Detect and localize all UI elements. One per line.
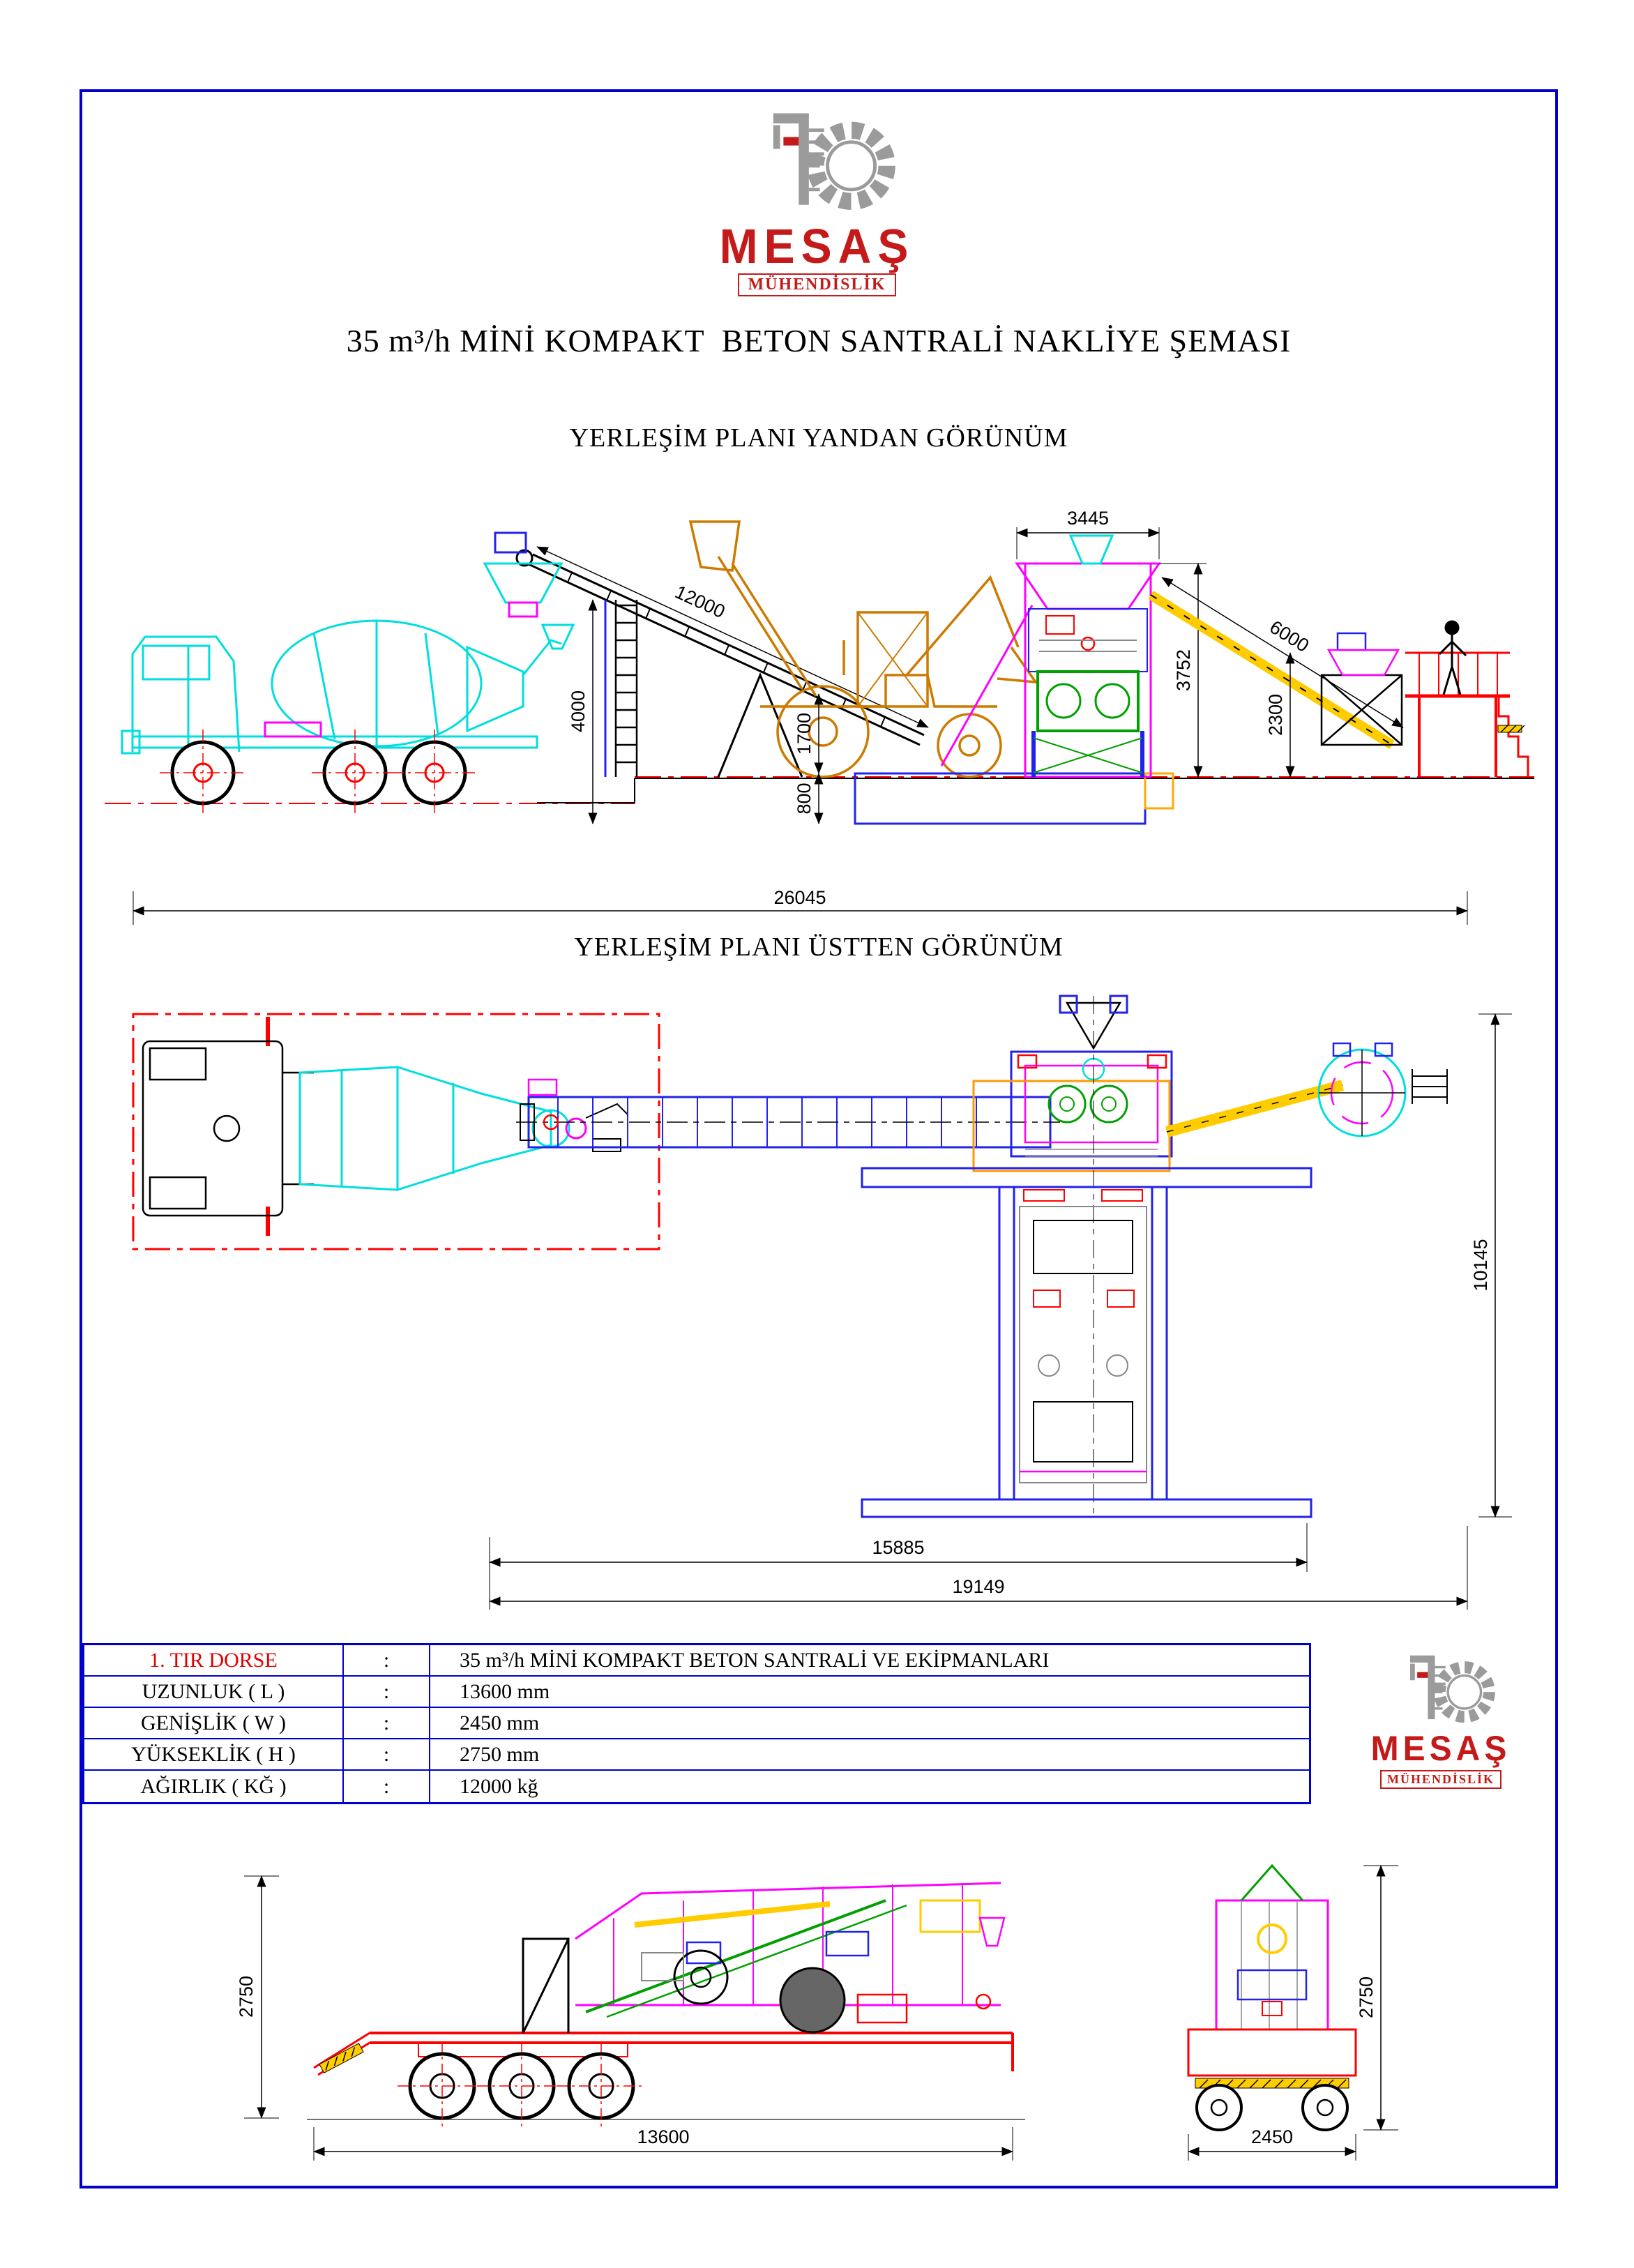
spec-separator: : <box>344 1677 430 1707</box>
svg-text:800: 800 <box>794 783 815 814</box>
side-view-heading: YERLEŞİM PLANI YANDAN GÖRÜNÜM <box>569 423 1068 453</box>
dim-pit-hopper: 1700 <box>794 693 824 774</box>
gear-icon <box>806 121 895 210</box>
spec-value: 2450 mm <box>460 1711 540 1734</box>
dim-rear-width: 2450 <box>1188 2126 1356 2161</box>
spec-row-height: YÜKSEKLİK ( H ) : 2750 mm <box>84 1739 1309 1771</box>
ground-lines <box>105 776 1534 804</box>
spec-label: YÜKSEKLİK ( H ) <box>84 1739 344 1769</box>
svg-text:10145: 10145 <box>1470 1239 1491 1291</box>
truck-envelope <box>132 1013 660 1250</box>
backhoe-loader <box>688 520 1038 778</box>
mesas-logo-art <box>1410 1655 1495 1723</box>
dim-pit-depth: 800 <box>794 773 824 824</box>
dim-overall-depth: 10145 <box>1470 1013 1512 1518</box>
svg-text:12000: 12000 <box>672 581 728 622</box>
sheet-border <box>80 89 1558 2188</box>
truck-cab-top <box>142 1040 314 1217</box>
spec-label: AĞIRLIK ( KĞ ) <box>84 1771 344 1802</box>
spec-value: 2750 mm <box>460 1742 540 1766</box>
mixer-drum-top <box>298 1066 628 1191</box>
batching-plant-side <box>940 534 1161 778</box>
svg-text:1700: 1700 <box>794 713 815 755</box>
operator-figure <box>1438 620 1467 695</box>
spec-value: 35 m³/h MİNİ KOMPAKT BETON SANTRALİ VE E… <box>460 1648 1050 1672</box>
mesas-logo-footer: MESAŞ MÜHENDİSLİK <box>1324 1654 1558 1789</box>
spec-row-weight: AĞIRLIK ( KĞ ) : 12000 kğ <box>84 1771 1309 1802</box>
svg-text:6000: 6000 <box>1266 617 1313 656</box>
svg-text:13600: 13600 <box>637 2126 689 2147</box>
spec-label: UZUNLUK ( L ) <box>84 1677 344 1707</box>
logo-subtitle: MÜHENDİSLİK <box>1379 1770 1502 1789</box>
batching-plant-top <box>972 995 1173 1519</box>
dim-inner-length: 15885 <box>489 1523 1308 1610</box>
access-ladder <box>604 600 638 777</box>
caliper-icon <box>773 113 824 205</box>
svg-text:3752: 3752 <box>1173 649 1194 691</box>
trailer-transport-drawing: 2750 <box>236 1863 1398 2161</box>
spec-row-width: GENİŞLİK ( W ) : 2450 mm <box>84 1708 1309 1739</box>
svg-text:2300: 2300 <box>1265 694 1286 736</box>
spec-value: 12000 kğ <box>460 1774 538 1798</box>
svg-text:26045: 26045 <box>773 887 826 908</box>
top-view-drawing: 10145 15885 19149 <box>132 995 1512 1610</box>
mesas-logo-header: MESAŞ MÜHENDİSLİK <box>671 112 964 296</box>
dim-plant-height: 3752 <box>1159 563 1206 778</box>
dim-plant-top-width: 3445 <box>1016 508 1160 559</box>
foundation-pit <box>854 772 1174 825</box>
logo-subtitle: MÜHENDİSLİK <box>738 273 896 296</box>
svg-text:4000: 4000 <box>568 690 589 732</box>
spec-row-length: UZUNLUK ( L ) : 13600 mm <box>84 1677 1309 1708</box>
overall-length-dimension: 26045 <box>133 887 1468 925</box>
spec-table: 1. TIR DORSE : 35 m³/h MİNİ KOMPAKT BETO… <box>82 1643 1311 1804</box>
spec-separator: : <box>344 1739 430 1769</box>
svg-text:3445: 3445 <box>1067 508 1109 529</box>
aggregate-bin-side <box>1320 632 1403 746</box>
logo-wordmark: MESAŞ <box>719 219 915 273</box>
gear-icon <box>1433 1661 1495 1723</box>
spec-value: 13600 mm <box>460 1679 550 1703</box>
mesas-logo-art <box>773 113 895 210</box>
spec-separator: : <box>344 1708 430 1738</box>
spec-separator: : <box>344 1645 430 1675</box>
side-view-drawing: 12000 4000 <box>105 508 1534 825</box>
foundation-frame-top <box>861 1167 1313 1518</box>
mixer-truck-side <box>121 619 575 755</box>
svg-text:2750: 2750 <box>1356 1976 1377 2018</box>
svg-text:19149: 19149 <box>952 1576 1004 1597</box>
transfer-conveyor-top <box>1165 1080 1345 1137</box>
caliper-icon <box>1410 1655 1446 1720</box>
dim-rear-height: 2750 <box>1356 1865 1398 2131</box>
top-view-heading: YERLEŞİM PLANI ÜSTTEN GÖRÜNÜM <box>574 932 1064 962</box>
logo-wordmark: MESAŞ <box>1370 1729 1511 1769</box>
dim-overall-length: 26045 <box>133 887 1468 925</box>
dim-conveyor-height: 4000 <box>568 599 598 824</box>
dim-trailer-length: 13600 <box>313 2126 1013 2161</box>
trailer-wheels <box>398 2041 646 2131</box>
hazard-stripe <box>1497 725 1525 733</box>
access-platform <box>1405 651 1529 777</box>
svg-text:2450: 2450 <box>1251 2126 1293 2147</box>
dim-outer-length: 19149 <box>489 1526 1468 1610</box>
feed-conveyor-top <box>516 1078 1060 1149</box>
spec-label: 1. TIR DORSE <box>84 1645 344 1675</box>
sheet-title: 35 m³/h MİNİ KOMPAKT BETON SANTRALİ NAKL… <box>346 323 1292 358</box>
mixer-truck-wheels <box>160 729 478 816</box>
trailer-footprint-top <box>1019 1189 1147 1483</box>
trailer-rear <box>1187 1863 1357 2131</box>
folded-plant-load <box>522 1882 1006 2034</box>
spec-separator: : <box>344 1771 430 1802</box>
svg-text:2750: 2750 <box>236 1976 257 2018</box>
spec-label: GENİŞLİK ( W ) <box>84 1708 344 1738</box>
svg-text:15885: 15885 <box>872 1537 924 1558</box>
dim-feed-conveyor: 12000 <box>536 546 929 728</box>
aggregate-bin-top <box>1317 1042 1448 1137</box>
dim-platform-height: 2300 <box>1265 652 1295 778</box>
dim-trailer-height: 2750 <box>236 1875 279 2119</box>
trailer-side <box>307 2032 1025 2120</box>
spec-row-tir-dorse: 1. TIR DORSE : 35 m³/h MİNİ KOMPAKT BETO… <box>84 1645 1309 1677</box>
